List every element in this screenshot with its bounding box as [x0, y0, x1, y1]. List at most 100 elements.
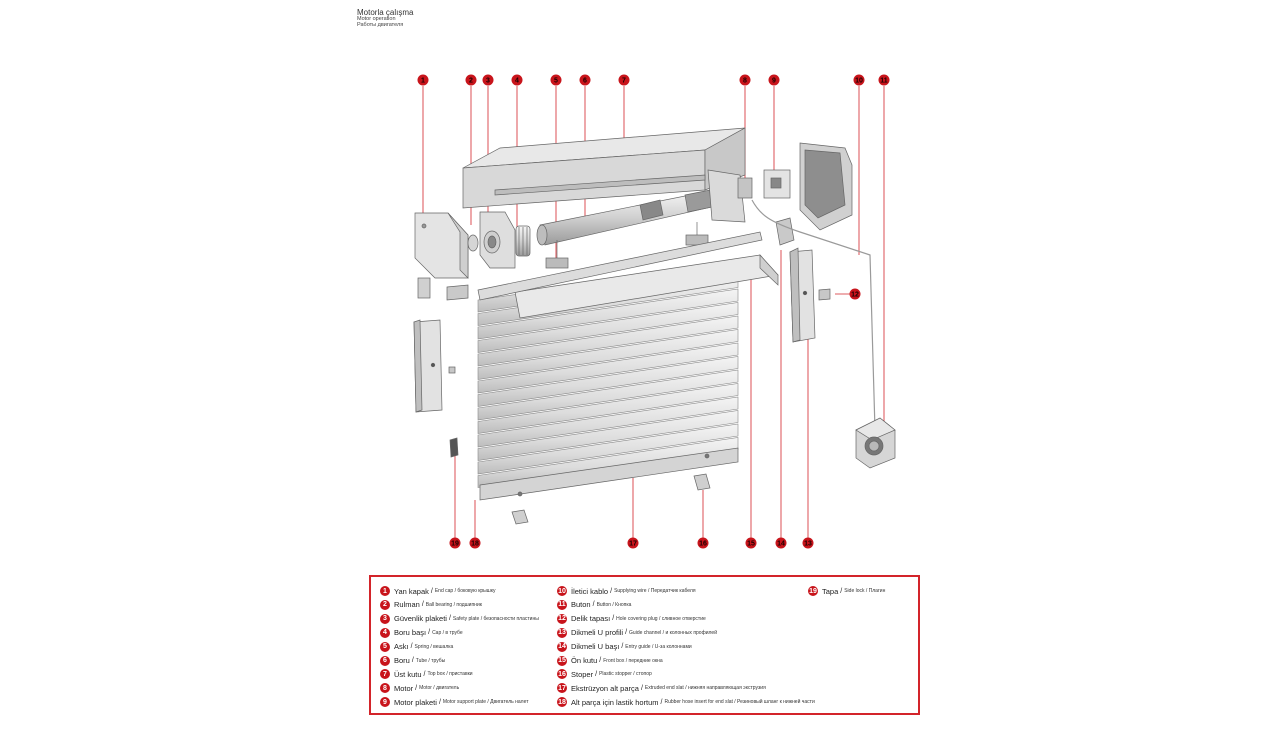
curtain-slats	[477, 261, 739, 488]
callout-11: 11	[878, 74, 890, 86]
callout-circle	[697, 537, 709, 549]
front-box-part	[477, 231, 779, 319]
title-block: Motorla çalışma Motor operation Работы д…	[357, 8, 414, 29]
callout-5: 5	[550, 74, 562, 86]
legend-label-sub: Supplying wire / Передатчик кабеля	[614, 588, 696, 594]
callout-number: 8	[743, 77, 747, 84]
legend-label-sub: Safety plate / безопасности пластины	[452, 615, 539, 622]
callout-circle	[853, 74, 865, 86]
legend-separator: /	[448, 615, 451, 623]
legend-label-tr: Delik tapası	[571, 614, 611, 624]
slat	[477, 329, 739, 380]
title-tr: Motorla çalışma	[357, 8, 414, 17]
legend-separator: /	[430, 587, 433, 595]
legend-label-tr: Alt parça için lastik hortum	[571, 697, 659, 707]
legend-separator: /	[595, 670, 598, 678]
callout-6: 6	[579, 74, 591, 86]
callout-number: 15	[747, 540, 755, 547]
legend-label-tr: İletici kablo	[571, 586, 609, 596]
slat	[477, 396, 739, 448]
slat	[477, 288, 739, 340]
legend-label-tr: Güvenlik plaketi	[394, 614, 447, 624]
legend-badge: 10	[557, 586, 567, 596]
slat	[477, 302, 739, 353]
callout-2: 2	[465, 74, 477, 86]
legend-badge: 12	[557, 613, 567, 624]
legend-label-tr: Tapa	[822, 586, 839, 596]
callout-number: 3	[486, 77, 490, 84]
legend-label-tr: Boru	[394, 656, 410, 665]
legend-label-tr: Askı	[394, 642, 409, 652]
callout-number: 2	[469, 77, 473, 84]
legend-label-tr: Ekstrüzyon alt parça	[571, 683, 639, 693]
legend-separator: /	[660, 698, 663, 706]
legend-label-sub: Entry guide / U-за колоннами	[625, 643, 692, 650]
legend-label-sub: Ball bearing / подшипник	[425, 601, 482, 608]
callout-18: 18	[469, 537, 481, 549]
callout-number: 18	[471, 540, 479, 547]
stopper-parts	[449, 437, 711, 525]
legend-item-5: 5 Askı/Spring / вешалка	[380, 641, 453, 653]
legend-separator: /	[610, 587, 613, 595]
title-ru: Работы двигателя	[357, 22, 404, 29]
legend-label-sub: Top box / приставки	[427, 671, 473, 678]
slat	[477, 423, 739, 475]
legend-badge: 14	[557, 641, 567, 652]
slat	[477, 383, 739, 434]
legend-badge: 1	[380, 586, 390, 596]
legend-badge: 13	[557, 627, 567, 638]
legend-separator: /	[410, 643, 413, 651]
legend-label-tr: Stoper	[571, 669, 594, 679]
guide-channel-left-part	[413, 319, 456, 413]
legend-label-sub: End cap / боковую крышку	[434, 588, 496, 594]
callout-number: 4	[515, 77, 519, 84]
callout-number: 9	[772, 77, 776, 84]
slat	[477, 410, 739, 461]
callout-circle	[511, 74, 523, 86]
legend-badge: 7	[380, 669, 390, 680]
callout-circle	[579, 74, 591, 86]
legend-label-tr: Yan kapak	[394, 586, 429, 596]
callout-16: 16	[697, 537, 709, 549]
callout-number: 13	[804, 540, 812, 547]
title-en: Motor operation	[357, 16, 396, 23]
legend-separator: /	[625, 629, 628, 637]
legend-badge: 5	[380, 641, 390, 652]
callout-3: 3	[482, 74, 494, 86]
button-housing-part	[799, 142, 853, 231]
legend-badge: 11	[557, 599, 567, 610]
callout-number: 19	[451, 540, 459, 547]
legend-label-sub: Guide channel / и колонных профилей	[629, 629, 717, 636]
callout-number: 17	[629, 540, 637, 547]
legend-separator: /	[621, 643, 624, 651]
callout-circle	[465, 74, 477, 86]
slat	[477, 342, 739, 394]
callout-19: 19	[449, 537, 461, 549]
legend-item-1: 1 Yan kapak/End cap / боковую крышку	[380, 585, 496, 597]
legend-badge: 16	[557, 669, 567, 680]
callout-circle	[449, 537, 461, 549]
legend-label-sub: Spring / вешалка	[414, 643, 454, 650]
legend-label-sub: Side lock / Плагин	[844, 588, 886, 594]
legend-badge: 8	[380, 683, 390, 694]
legend-label-sub: Cap / в трубе	[432, 629, 463, 636]
callout-10: 10	[853, 74, 865, 86]
callout-number: 10	[855, 77, 863, 84]
legend-label-tr: Dikmeli U başı	[571, 642, 620, 652]
legend-separator: /	[592, 601, 595, 609]
legend-badge: 2	[380, 599, 390, 610]
callout-circle	[878, 74, 890, 86]
legend-label-sub: Button / Кнопка	[596, 601, 632, 608]
